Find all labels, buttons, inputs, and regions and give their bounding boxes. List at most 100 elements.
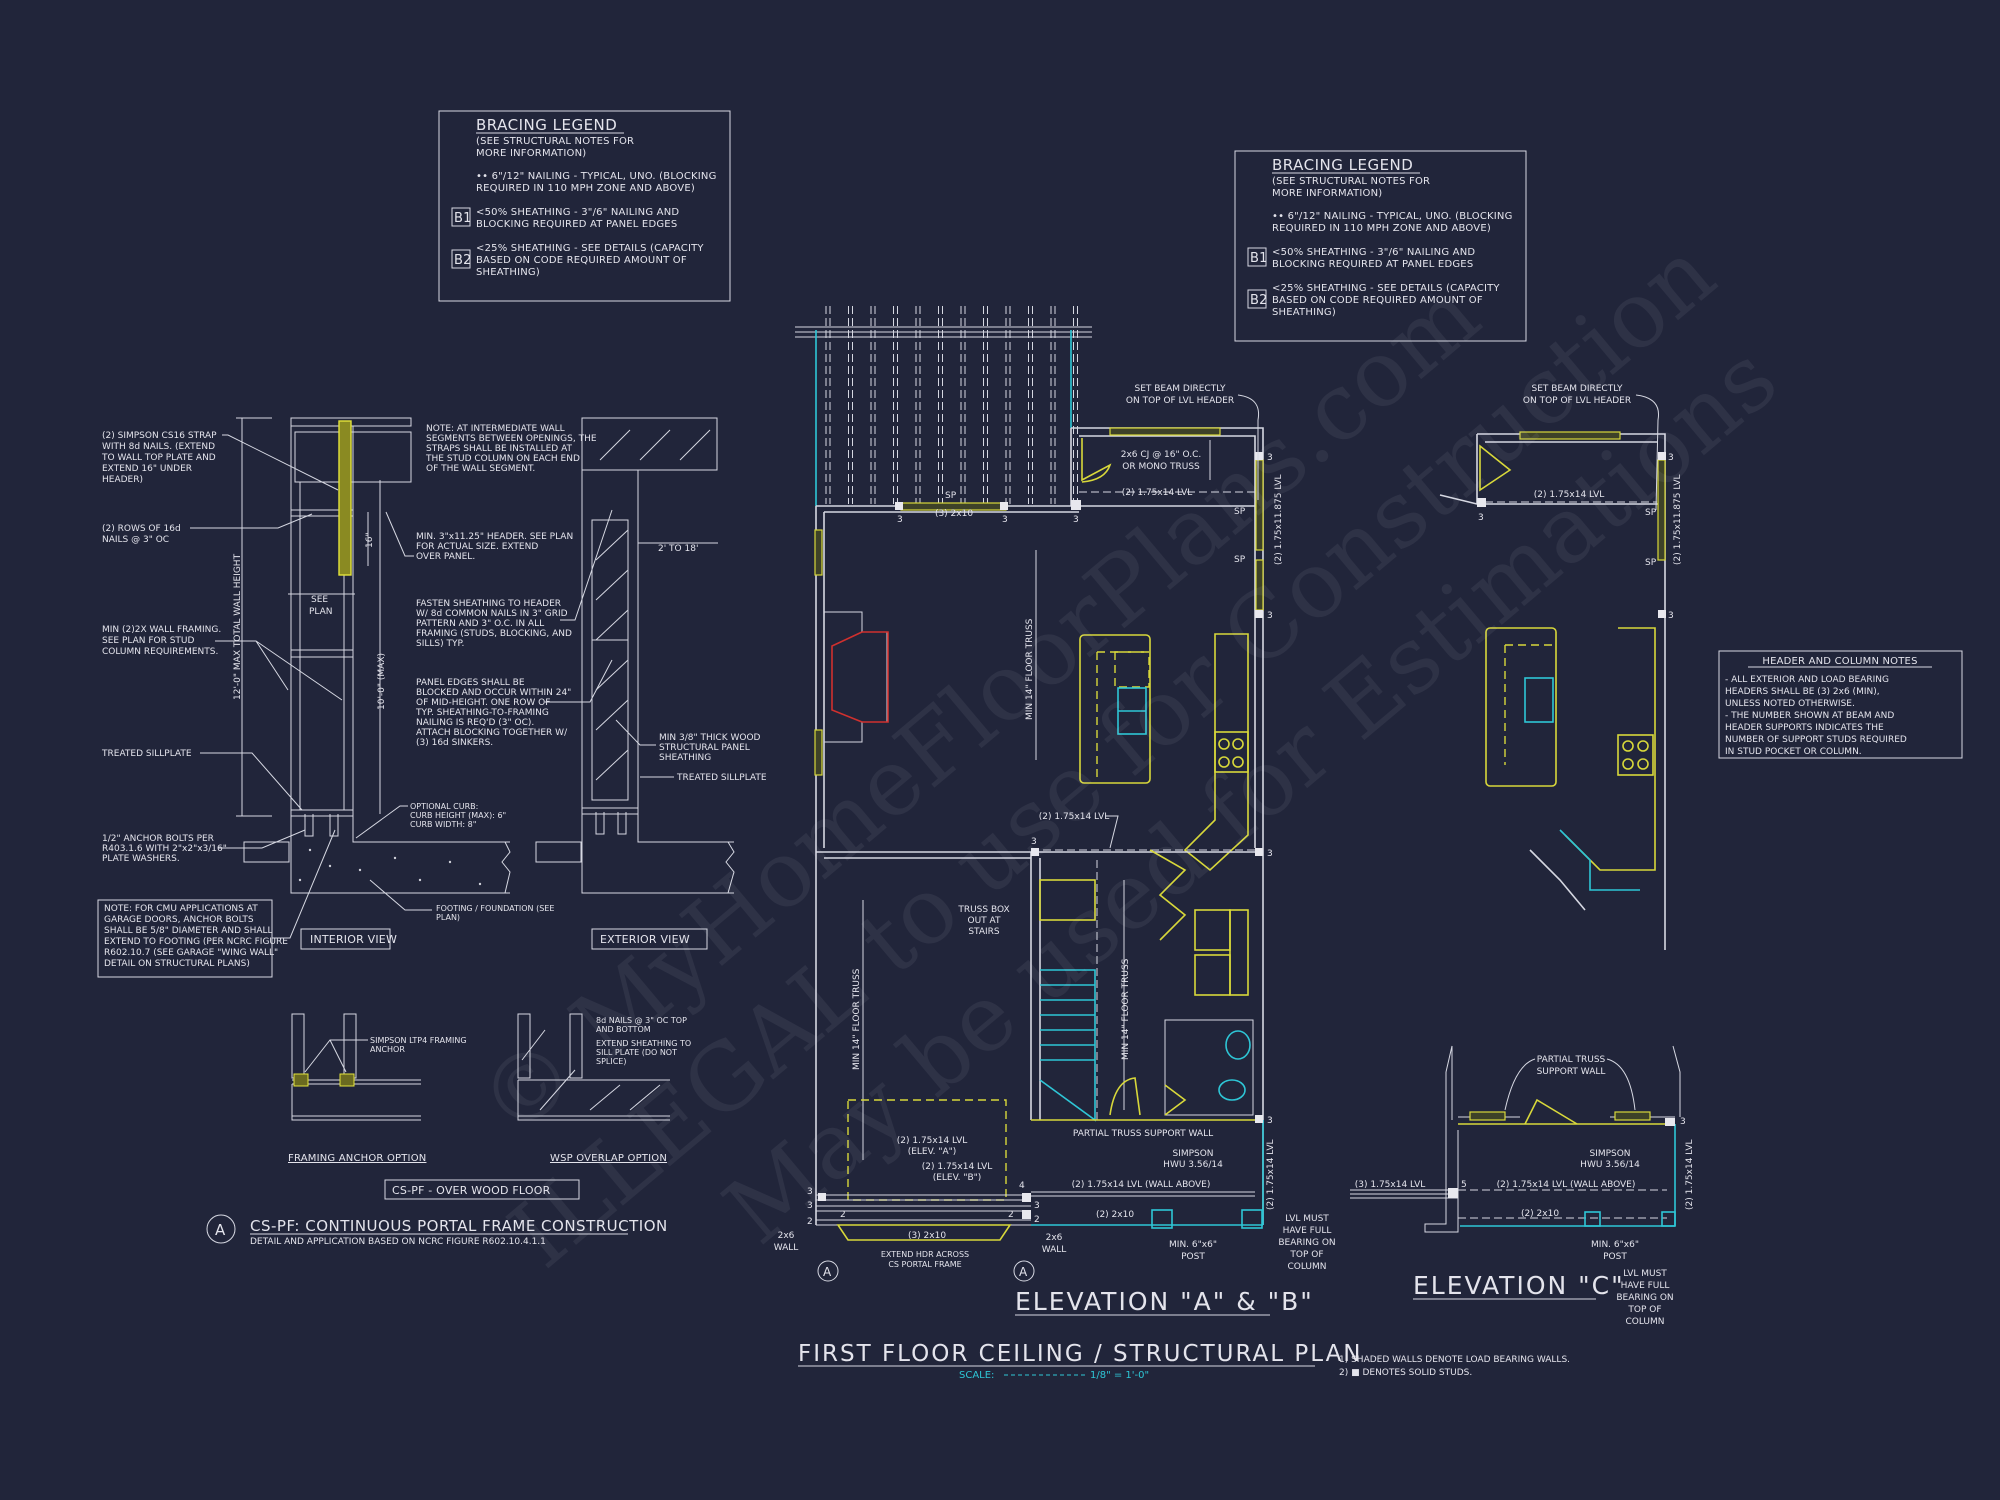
ltp4-callout: ANCHOR: [370, 1045, 405, 1054]
set-beam-note: ON TOP OF LVL HEADER: [1523, 396, 1631, 406]
b1-text: <50% SHEATHING - 3"/6" NAILING AND: [1272, 247, 1475, 258]
sheet-title-block: FIRST FLOOR CEILING / STRUCTURAL PLAN SC…: [798, 1341, 1570, 1381]
nail-rows-callout: (2) ROWS OF 16d: [102, 524, 181, 534]
extend-sheathing-callout: EXTEND SHEATHING TO: [596, 1039, 691, 1048]
solid-stud: [1022, 1193, 1031, 1202]
extend-header-note: CS PORTAL FRAME: [888, 1260, 961, 1269]
wall-framing-callout: COLUMN REQUIREMENTS.: [102, 647, 218, 657]
interior-view-detail: 12'-0" MAX TOTAL WALL HEIGHT 10'-0" (MAX…: [233, 417, 511, 950]
partial-wall-label: PARTIAL TRUSS SUPPORT WALL: [1073, 1129, 1213, 1139]
solid-stud: [1022, 1210, 1031, 1219]
panel-edges-note: (3) 16d SINKERS.: [416, 738, 493, 748]
beam-label: (2) 1.75x14 LVL: [1039, 812, 1109, 822]
beam-label: (3) 1.75x14 LVL: [1355, 1180, 1425, 1190]
stud-count: 2: [1034, 1215, 1040, 1225]
intermediate-note: OF THE WALL SEGMENT.: [426, 464, 535, 474]
exterior-view-detail: 2' TO 18' MIN 3/8" THICK WOOD STRUCTURAL…: [535, 417, 767, 950]
nails-8d-callout: 8d NAILS @ 3" OC TOP: [596, 1016, 687, 1025]
b2-text: BASED ON CODE REQUIRED AMOUNT OF: [476, 255, 687, 266]
sheet-note: 1) SHADED WALLS DENOTE LOAD BEARING WALL…: [1339, 1355, 1570, 1365]
stud-count: 2: [1008, 1210, 1014, 1220]
b2-tag: B2: [454, 253, 472, 268]
b1-text: BLOCKING REQUIRED AT PANEL EDGES: [1272, 259, 1473, 270]
simpson-label: SIMPSON: [1172, 1149, 1213, 1159]
strap-callout: HEADER): [102, 475, 143, 485]
stud-count: 3: [1073, 515, 1079, 525]
legend-subtitle: MORE INFORMATION): [476, 148, 586, 159]
section-marker: [1013, 1260, 1035, 1282]
portal-middle-callouts: NOTE: AT INTERMEDIATE WALL SEGMENTS BETW…: [355, 424, 613, 922]
b1-text: BLOCKING REQUIRED AT PANEL EDGES: [476, 219, 677, 230]
solid-stud: [1071, 500, 1081, 510]
section-marker: [817, 1260, 839, 1282]
wood-panel-note: SHEATHING: [659, 753, 711, 763]
ltp4-anchor: [339, 1073, 355, 1087]
window: [1519, 431, 1621, 440]
floor-plan-elevation-a-b: MIN 14" FLOOR TRUSS MIN 14" FLOOR TRUSS …: [774, 306, 1336, 1316]
panel-edges-note: TYP. SHEATHING-TO-FRAMING: [415, 708, 549, 718]
truss-box-note: TRUSS BOX: [957, 905, 1009, 915]
window: [814, 529, 823, 576]
stud-count: 5: [1461, 1180, 1467, 1190]
stud-count: 3: [897, 515, 903, 525]
strap-callout: TO WALL TOP PLATE AND: [101, 453, 216, 463]
stud-count: 3: [1668, 453, 1674, 463]
notes-line: HEADER SUPPORTS INDICATES THE: [1725, 723, 1884, 733]
b2-tag-box: [451, 249, 471, 269]
solid-stud: [1255, 452, 1263, 460]
solid-stud: [1477, 498, 1486, 507]
beam-label: (2) 2x10: [1096, 1210, 1134, 1220]
stud-count: 2: [807, 1217, 813, 1227]
legend-nailing: REQUIRED IN 110 MPH ZONE AND ABOVE): [476, 183, 695, 194]
simpson-label: HWU 3.56/14: [1580, 1160, 1640, 1170]
legend-subtitle: (SEE STRUCTURAL NOTES FOR: [476, 136, 634, 147]
see-plan-label: PLAN: [309, 607, 333, 617]
anchor-bolt-callout: PLATE WASHERS.: [102, 854, 180, 864]
header-label: (3) 2x10: [935, 509, 973, 519]
elevation-c-title: ELEVATION "C": [1413, 1271, 1625, 1300]
extend-sheathing-callout: SPLICE): [596, 1057, 626, 1066]
notes-line: IN STUD POCKET OR COLUMN.: [1725, 747, 1862, 757]
door-swing: [1039, 879, 1096, 921]
nail-rows-callout: NAILS @ 3" OC: [102, 535, 169, 545]
fasten-note: FRAMING (STUDS, BLOCKING, AND: [416, 629, 572, 639]
wood-panel-note: MIN 3/8" THICK WOOD: [659, 733, 761, 743]
panel-edges-note: BLOCKED AND OCCUR WITHIN 24": [416, 688, 571, 698]
kitchen-sink: [1524, 677, 1554, 723]
b2-tag: B2: [1250, 293, 1268, 308]
lvl-bearing-note: HAVE FULL: [1621, 1281, 1670, 1291]
anchor-bolt-callout: R403.1.6 WITH 2"x2"x3/16": [102, 844, 227, 854]
notes-title: HEADER AND COLUMN NOTES: [1762, 656, 1917, 667]
wall-2x6-label: 2x6: [778, 1231, 795, 1241]
notes-line: UNLESS NOTED OTHERWISE.: [1725, 699, 1855, 709]
cmu-note: R602.10.7 (SEE GARAGE "WING WALL": [104, 948, 278, 958]
lvl-bearing-note: BEARING ON: [1278, 1238, 1335, 1248]
cmu-note: EXTEND TO FOOTING (PER NCRC FIGURE: [104, 937, 288, 947]
solid-stud: [1255, 1115, 1263, 1123]
legend-nailing: •• 6"/12" NAILING - TYPICAL, UNO. (BLOCK…: [476, 171, 717, 182]
floor-truss-label: MIN 14" FLOOR TRUSS: [1025, 618, 1035, 720]
post-label: POST: [1181, 1252, 1205, 1262]
garage-header-label: (3) 2x10: [908, 1231, 946, 1241]
b2-text: <25% SHEATHING - SEE DETAILS (CAPACITY: [1272, 283, 1500, 294]
max-height-dim: 10'-0" (MAX): [377, 653, 387, 710]
curb-note: CURB HEIGHT (MAX): 6": [410, 811, 506, 820]
span-dim: 2' TO 18': [658, 544, 698, 554]
post: [1584, 1211, 1601, 1227]
beam-label: (2) 1.75x14 LVL (WALL ABOVE): [1072, 1180, 1211, 1190]
bracing-legend-right: BRACING LEGEND (SEE STRUCTURAL NOTES FOR…: [1234, 150, 1527, 342]
floor-plan-elevation-c: 3 3 3 SET BEAM DIRECTLY ON TOP OF LVL HE…: [1350, 384, 1695, 1327]
interior-view-label: INTERIOR VIEW: [310, 933, 397, 946]
post: [1151, 1209, 1173, 1229]
header-column-notes: HEADER AND COLUMN NOTES - ALL EXTERIOR A…: [1718, 650, 1963, 759]
notes-line: - THE NUMBER SHOWN AT BEAM AND: [1725, 711, 1894, 721]
extend-header-note: EXTEND HDR ACROSS: [881, 1250, 969, 1259]
header-note: OVER PANEL.: [416, 552, 475, 562]
header-note: MIN. 3"x11.25" HEADER. SEE PLAN: [416, 532, 573, 542]
intermediate-note: NOTE: AT INTERMEDIATE WALL: [426, 424, 565, 434]
interior-callouts: (2) SIMPSON CS16 STRAP WITH 8d NAILS. (E…: [97, 431, 343, 978]
stud-count: 3: [1267, 453, 1273, 463]
fasten-note: FASTEN SHEATHING TO HEADER: [416, 599, 561, 609]
